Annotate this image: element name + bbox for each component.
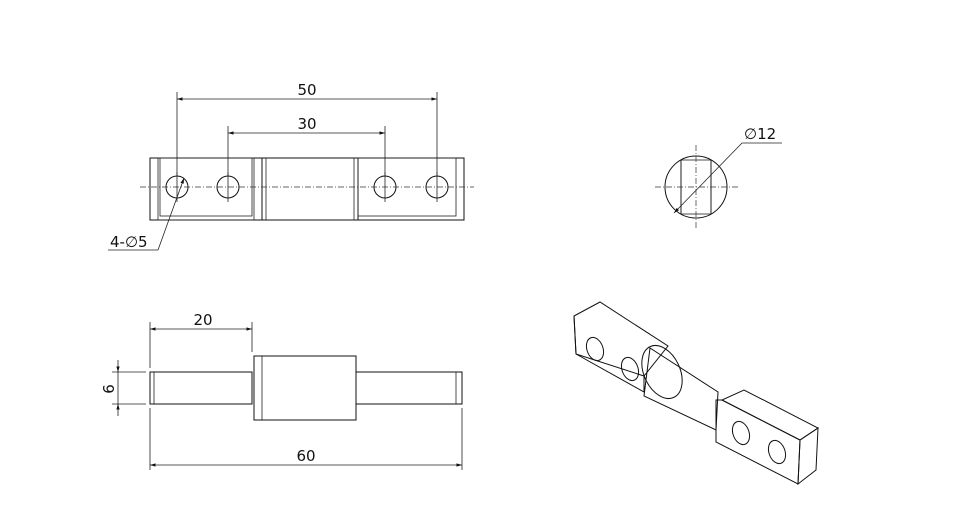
side-view-right-plate	[355, 371, 463, 405]
isometric-view	[573, 301, 819, 486]
dim-text-diameter: ∅12	[744, 125, 776, 143]
side-view-left-plate	[149, 371, 253, 405]
top-view-left-block	[149, 157, 263, 221]
end-view: ∅12	[655, 125, 782, 230]
top-view: 50 30 4-∅5	[108, 81, 474, 251]
dim-text-50: 50	[297, 81, 316, 99]
dim-text-holes: 4-∅5	[110, 233, 148, 251]
iso-hole-3	[731, 420, 751, 446]
dim-text-6: 6	[100, 384, 118, 394]
dim-text-20: 20	[193, 311, 212, 329]
leader-holes	[157, 177, 185, 251]
side-view: 20 6 60	[100, 311, 463, 470]
top-view-cylinder	[261, 157, 359, 221]
dim-text-60: 60	[296, 447, 315, 465]
iso-hole-1	[585, 336, 605, 362]
iso-hole-2	[620, 356, 640, 382]
leader-diameter	[673, 142, 743, 214]
dim-text-30: 30	[297, 115, 316, 133]
side-view-cylinder	[253, 355, 357, 421]
iso-hole-4	[767, 439, 787, 465]
